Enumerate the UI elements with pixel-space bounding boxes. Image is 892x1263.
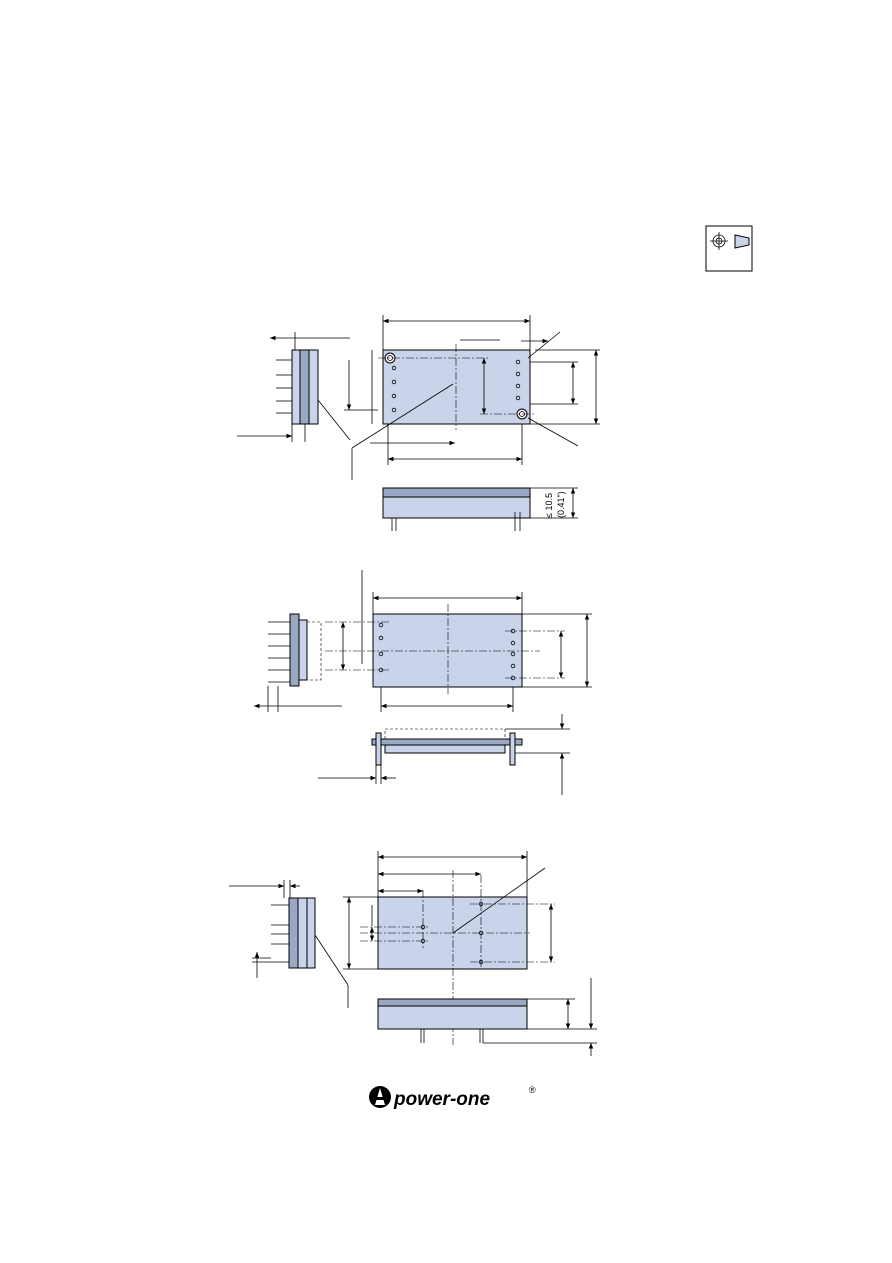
height-dimension-label: ≤ 10.5 xyxy=(544,493,554,518)
third-angle-projection-icon xyxy=(705,225,753,272)
view-1-front-view xyxy=(344,315,600,480)
view-3-front-view xyxy=(343,851,555,1045)
view-2-front-view xyxy=(325,570,592,712)
logo-text: power-one xyxy=(393,1089,490,1110)
view-2-side-view xyxy=(254,613,342,712)
power-one-logo-icon xyxy=(369,1086,391,1108)
view-1-top-view: ≤ 10.5 (0.41") xyxy=(382,487,578,531)
view-1-side-view xyxy=(237,332,351,442)
power-one-logo: power-one ® xyxy=(369,1085,536,1110)
view-3-side-view xyxy=(229,880,349,986)
view-3-top-view xyxy=(377,978,597,1056)
registered-mark: ® xyxy=(529,1085,536,1095)
height-dimension-inch-label: (0.41") xyxy=(556,491,566,518)
view-2-top-view xyxy=(318,714,570,795)
